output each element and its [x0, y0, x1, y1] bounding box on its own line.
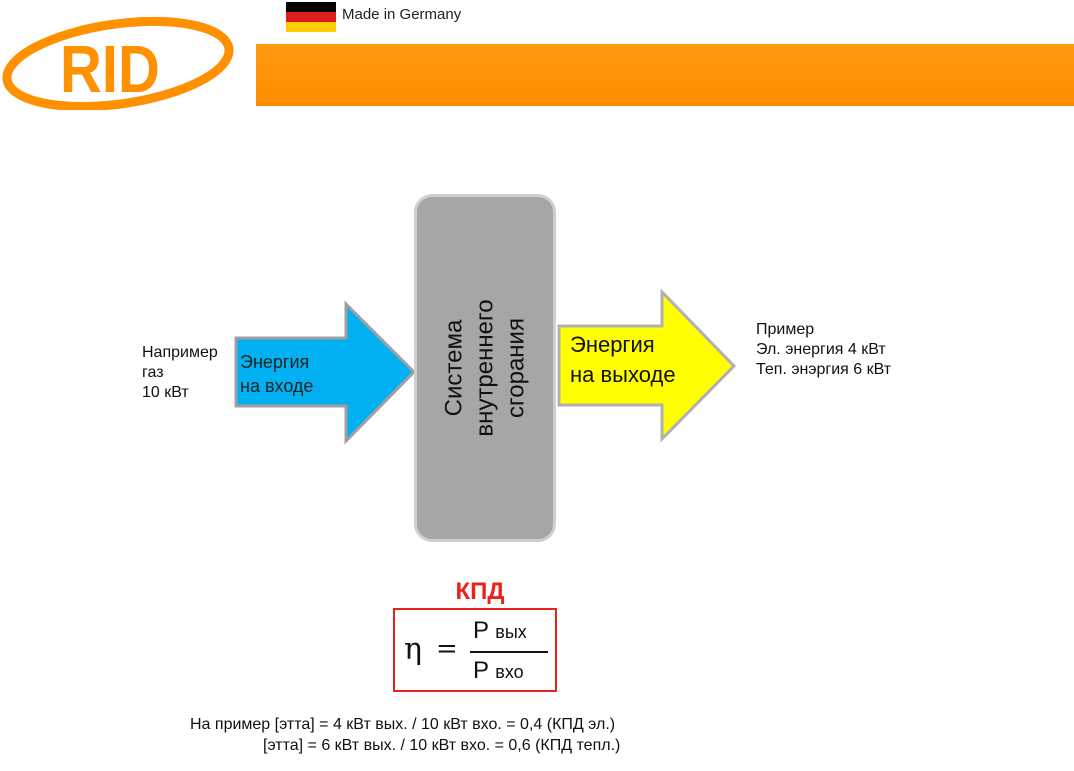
calculation-example-electric: На пример [этта] = 4 кВт вых. / 10 кВт в…: [190, 716, 616, 733]
combustion-system-label: Система внутреннего сгорания: [439, 299, 532, 436]
efficiency-title: КПД: [455, 578, 505, 605]
output-arrow-label: Энергия на выходе: [570, 330, 730, 390]
input-example-line: Например: [142, 344, 218, 361]
logo-text: RID: [60, 32, 160, 107]
input-arrow: [234, 300, 417, 445]
output-example: Пример Эл. энергия 4 кВт Теп. энэргия 6 …: [756, 320, 996, 380]
output-arrow-label-line: на выходе: [570, 362, 676, 387]
fraction-line: [470, 651, 548, 653]
eta-symbol: η: [404, 632, 422, 667]
output-arrow-label-line: Энергия: [570, 332, 655, 357]
output-example-line: Теп. энэргия 6 кВт: [756, 361, 892, 378]
combustion-label-line: сгорания: [502, 318, 530, 418]
denominator-symbol: P: [473, 657, 489, 684]
input-arrow-label: Энергия на входе: [240, 350, 350, 398]
input-arrow-label-line: на входе: [240, 376, 314, 396]
combustion-system-box: [414, 194, 556, 542]
formula-denominator: P вхо: [473, 657, 524, 685]
numerator-subscript: вых: [495, 622, 527, 642]
formula-numerator: P вых: [473, 617, 527, 645]
input-example-line: газ: [142, 364, 164, 381]
output-example-line: Пример: [756, 321, 815, 338]
combustion-label-line: внутреннего: [471, 299, 499, 437]
combustion-label-line: Система: [440, 319, 468, 417]
equals-sign: =: [436, 634, 458, 664]
made-in-label: Made in Germany: [342, 6, 462, 23]
output-arrow: [557, 288, 737, 443]
numerator-symbol: P: [473, 617, 489, 644]
input-example: Например газ 10 кВт: [142, 343, 232, 403]
denominator-subscript: вхо: [495, 662, 524, 682]
calculation-example-thermal: [этта] = 6 кВт вых. / 10 кВт вхо. = 0,6 …: [263, 737, 621, 754]
germany-flag-icon: [286, 2, 336, 32]
output-example-line: Эл. энергия 4 кВт: [756, 341, 886, 358]
formula-box: [393, 608, 557, 692]
input-arrow-label-line: Энергия: [240, 352, 310, 372]
rid-logo: RID: [2, 16, 234, 110]
header-bar: [256, 44, 1074, 106]
input-example-line: 10 кВт: [142, 384, 189, 401]
